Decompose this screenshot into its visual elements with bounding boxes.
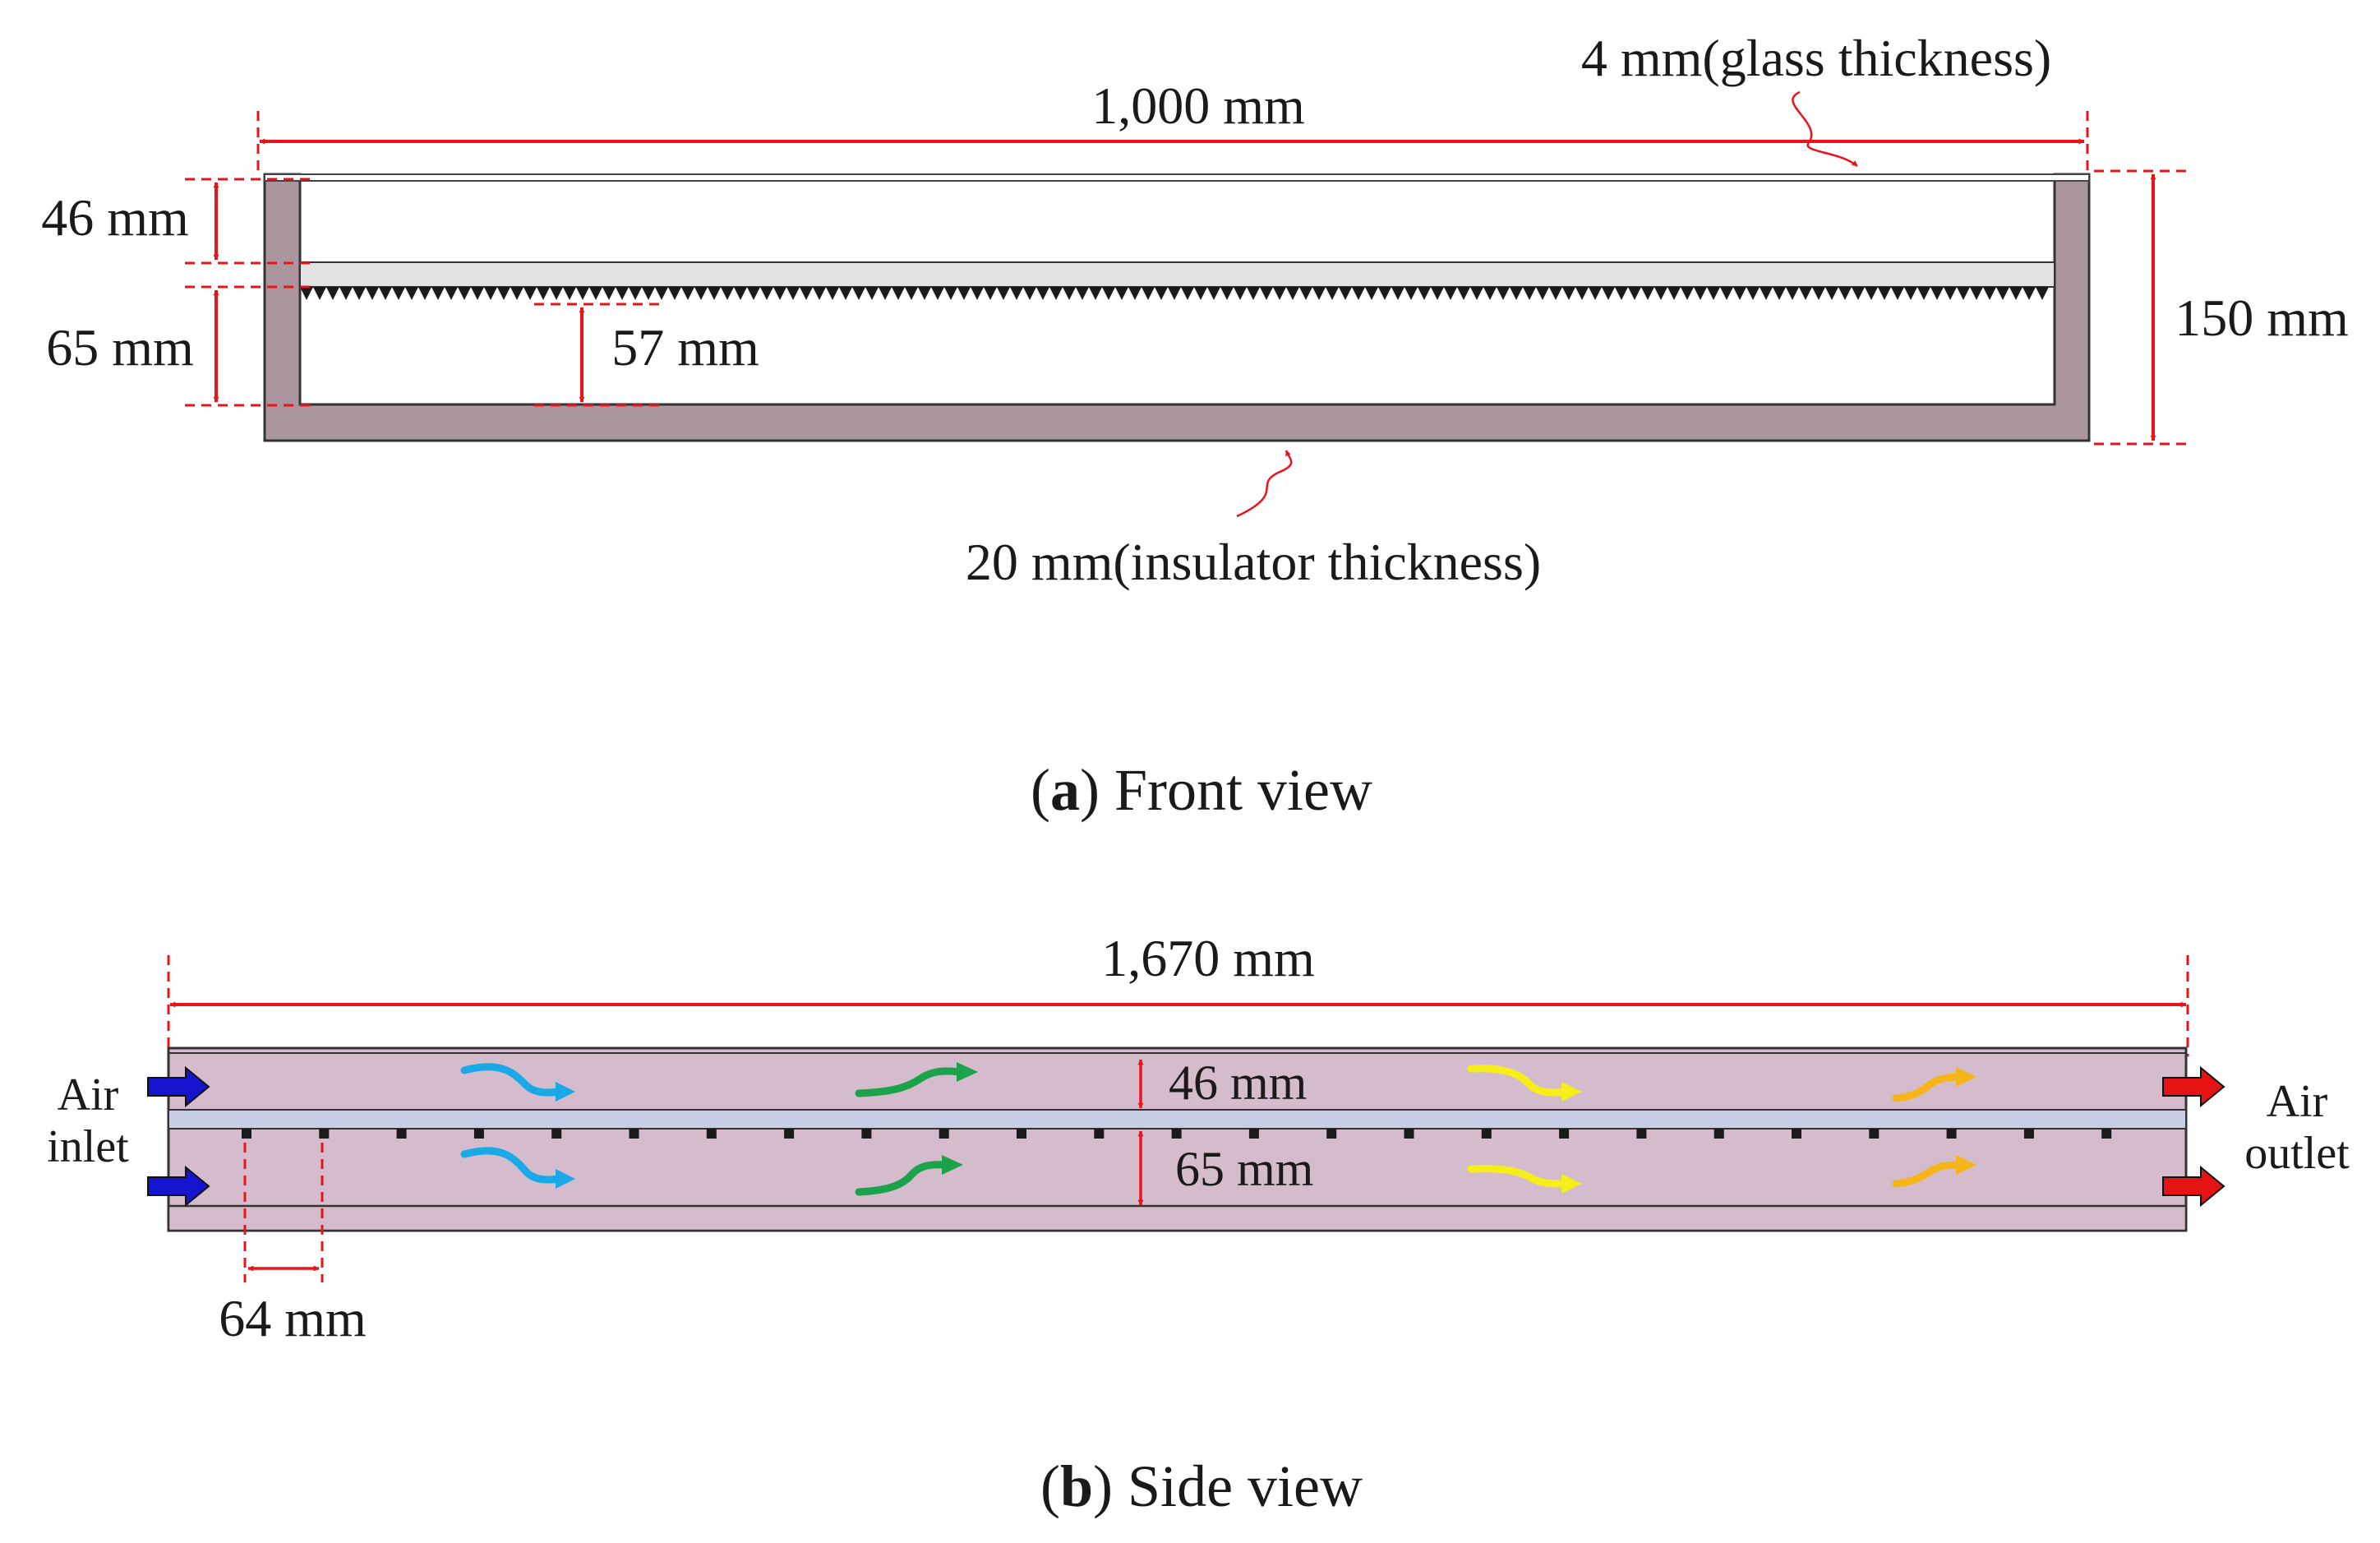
- side-fin-stub: [939, 1129, 949, 1139]
- side-fin-stub: [861, 1129, 872, 1139]
- side-fin-stub: [1094, 1129, 1105, 1139]
- side-lower-channel-label: 65 mm: [1175, 1142, 1313, 1196]
- flow-arrow-orange-bottom: [1892, 1155, 1976, 1188]
- side-fin-stub: [473, 1129, 484, 1139]
- front-absorber-plate: [299, 261, 2055, 288]
- side-fin-stub: [2023, 1129, 2034, 1139]
- glass-thickness-label: 4 mm(glass thickness): [1581, 29, 2051, 87]
- side-fin-stub: [1248, 1129, 1259, 1139]
- flow-arrows: [460, 1062, 1976, 1196]
- outlet-arrow-bottom: [2162, 1165, 2225, 1208]
- side-fin-stub: [1559, 1129, 1570, 1139]
- front-glass-cover: [264, 173, 2090, 182]
- flow-arrow-blue-bottom: [460, 1147, 575, 1189]
- front-fin-teeth: [300, 287, 2049, 300]
- inlet-arrow-bottom: [147, 1165, 210, 1208]
- total-height-label: 150 mm: [2175, 289, 2349, 347]
- insulator-thickness-label: 20 mm(insulator thickness): [966, 533, 1541, 591]
- inlet-label-line2: inlet: [47, 1121, 129, 1172]
- side-fin-stub: [1326, 1129, 1337, 1139]
- front-lower-gap-label: 65 mm: [46, 318, 194, 377]
- side-fin-stub: [1636, 1129, 1647, 1139]
- side-fin-stub: [629, 1129, 639, 1139]
- side-absorber-plate: [168, 1109, 2187, 1130]
- side-fin-stub: [1481, 1129, 1492, 1139]
- fin-spacing-label: 64 mm: [219, 1289, 367, 1347]
- side-fin-stub: [1171, 1129, 1182, 1139]
- side-fins: [242, 1129, 2112, 1139]
- front-upper-gap-label: 46 mm: [41, 188, 189, 247]
- side-fin-stub: [706, 1129, 717, 1139]
- front-caption-text: Front view: [1100, 757, 1372, 823]
- insulator-leader-line: [1236, 450, 1293, 518]
- inlet-label-line1: Air: [58, 1069, 119, 1120]
- side-fin-stub: [1792, 1129, 1801, 1139]
- side-caption-letter: b: [1060, 1453, 1093, 1519]
- side-caption-text: Side view: [1113, 1453, 1363, 1519]
- outlet-arrow-top: [2162, 1065, 2225, 1108]
- side-fin-stub: [2101, 1129, 2112, 1139]
- fin-height-label: 57 mm: [611, 318, 759, 377]
- flow-arrow-green-bottom: [855, 1155, 963, 1196]
- side-fin-stub: [396, 1129, 407, 1139]
- flow-arrow-yellow-top: [1467, 1065, 1582, 1102]
- side-length-label: 1,670 mm: [1101, 929, 1315, 987]
- side-fin-stub: [1017, 1129, 1026, 1139]
- outlet-label-line1: Air: [2267, 1076, 2328, 1127]
- side-view: 1,670 mm Air inlet Air outlet: [47, 929, 2350, 1519]
- flow-arrow-blue-top: [460, 1063, 575, 1102]
- side-bottom-insulator: [167, 1204, 2188, 1232]
- side-fin-stub: [1869, 1129, 1880, 1139]
- flow-arrow-orange-top: [1892, 1067, 1976, 1102]
- side-fin-stub: [1946, 1129, 1957, 1139]
- side-upper-channel-label: 46 mm: [1169, 1056, 1307, 1110]
- side-fin-stub: [319, 1129, 330, 1139]
- front-view: 1,000 mm 4 mm(glass thickness) 46 mm 65 …: [41, 29, 2349, 823]
- side-fin-stub: [784, 1129, 795, 1139]
- flow-arrow-yellow-bottom: [1467, 1165, 1582, 1194]
- front-caption-letter: a: [1050, 757, 1080, 823]
- glass-leader-line: [1792, 90, 1858, 167]
- side-view-caption: (b) Side view: [1040, 1453, 1363, 1519]
- front-insulator-casing: [263, 173, 2091, 442]
- side-fin-stub: [242, 1129, 251, 1139]
- inlet-arrow-top: [147, 1065, 210, 1108]
- outlet-label-line2: outlet: [2244, 1128, 2350, 1179]
- fin-tooth-row: [300, 287, 2049, 300]
- front-view-caption: (a) Front view: [1031, 757, 1372, 823]
- side-fin-stub: [1714, 1129, 1724, 1139]
- flow-arrow-green-top: [855, 1062, 978, 1097]
- front-width-label: 1,000 mm: [1091, 76, 1305, 135]
- side-fin-stub: [1404, 1129, 1414, 1139]
- side-fin-stub: [551, 1129, 562, 1139]
